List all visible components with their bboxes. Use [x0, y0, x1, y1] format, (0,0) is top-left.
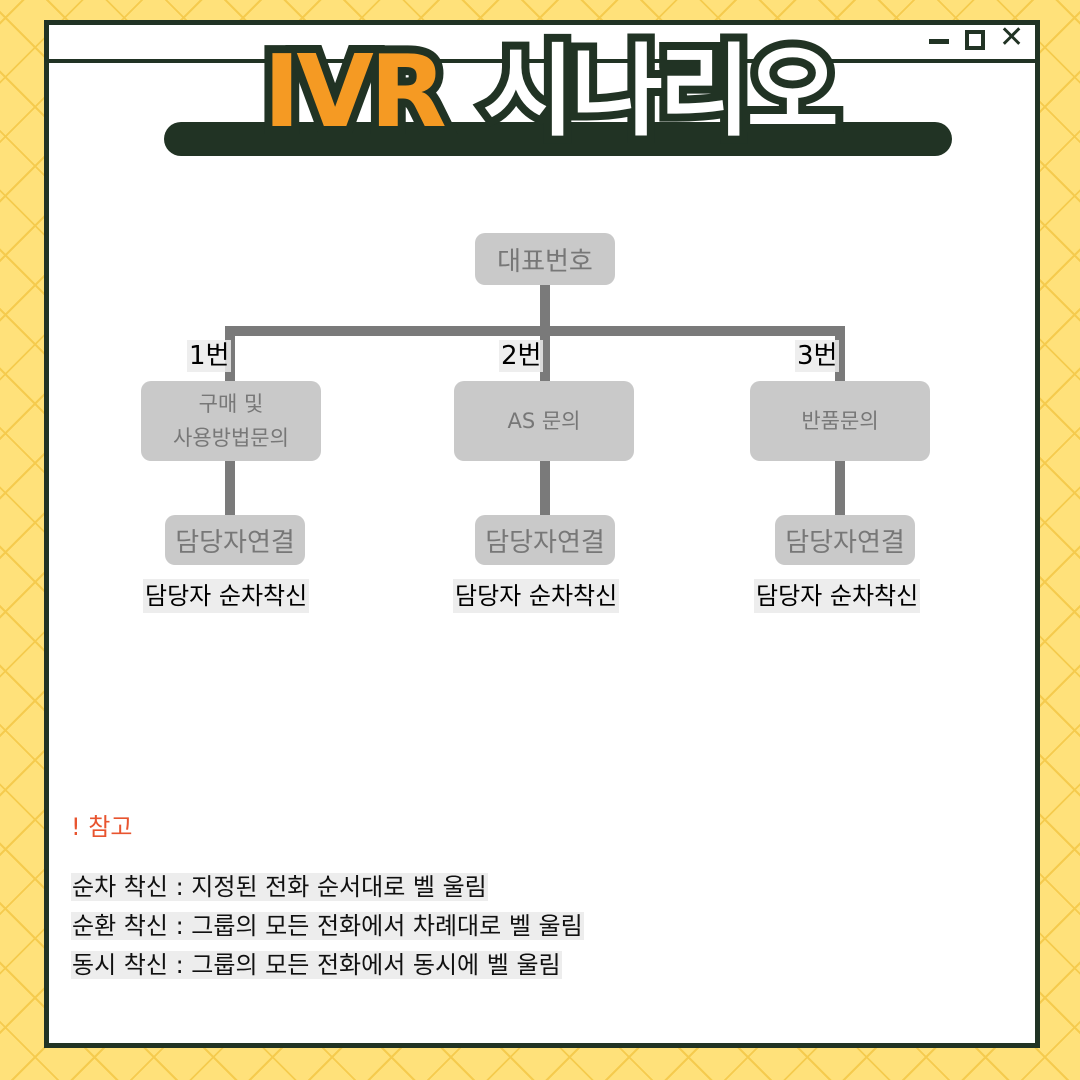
title-ivr: IVR [255, 33, 455, 150]
ring-mode-label-3: 담당자 순차착신 [754, 579, 921, 613]
root-node: 대표번호 [475, 233, 615, 285]
note-item: 순환 착신 : 그룹의 모든 전화에서 차례대로 벨 울림 [71, 907, 584, 946]
ring-mode-label-1: 담당자 순차착신 [143, 579, 310, 613]
action-node-3: 담당자연결 [775, 515, 915, 565]
branch-key-2: 2번 [499, 340, 544, 372]
category-node-1-line-1: 구매 및 [198, 392, 264, 416]
category-node-3: 반품문의 [750, 381, 930, 461]
action-node-1: 담당자연결 [165, 515, 305, 565]
note-list: 순차 착신 : 지정된 전화 순서대로 벨 울림 순환 착신 : 그룹의 모든 … [71, 868, 584, 985]
title-scenario: 시나리오 [475, 33, 847, 150]
close-icon[interactable]: ✕ [999, 20, 1025, 55]
note-item: 순차 착신 : 지정된 전화 순서대로 벨 울림 [71, 868, 584, 907]
note-heading: ! 참고 [71, 813, 133, 841]
titlebar-divider [49, 59, 1035, 63]
action-node-2: 담당자연결 [475, 515, 615, 565]
title-underline-bar [164, 122, 952, 156]
category-node-2-label: AS 문의 [507, 409, 581, 433]
category-node-1-line-2: 사용방법문의 [173, 426, 289, 450]
branch-key-3: 3번 [795, 340, 840, 372]
browser-window-frame: ✕ IVR 시나리오 대표번호 1번 2번 3번 구매 및 사용방법문의 AS … [44, 20, 1040, 1048]
branch-key-1: 1번 [187, 340, 232, 372]
note-item-text-3: 동시 착신 : 그룹의 모든 전화에서 동시에 벨 울림 [71, 951, 562, 979]
note-item-text-1: 순차 착신 : 지정된 전화 순서대로 벨 울림 [71, 873, 488, 901]
category-node-1: 구매 및 사용방법문의 [141, 381, 321, 461]
maximize-icon[interactable] [965, 30, 985, 50]
note-item: 동시 착신 : 그룹의 모든 전화에서 동시에 벨 울림 [71, 946, 584, 985]
note-item-text-2: 순환 착신 : 그룹의 모든 전화에서 차례대로 벨 울림 [71, 912, 584, 940]
category-node-3-label: 반품문의 [801, 409, 879, 433]
ring-mode-label-2: 담당자 순차착신 [453, 579, 620, 613]
category-node-2: AS 문의 [454, 381, 634, 461]
page-title: IVR 시나리오 [229, 27, 869, 157]
minimize-icon[interactable] [929, 39, 949, 44]
